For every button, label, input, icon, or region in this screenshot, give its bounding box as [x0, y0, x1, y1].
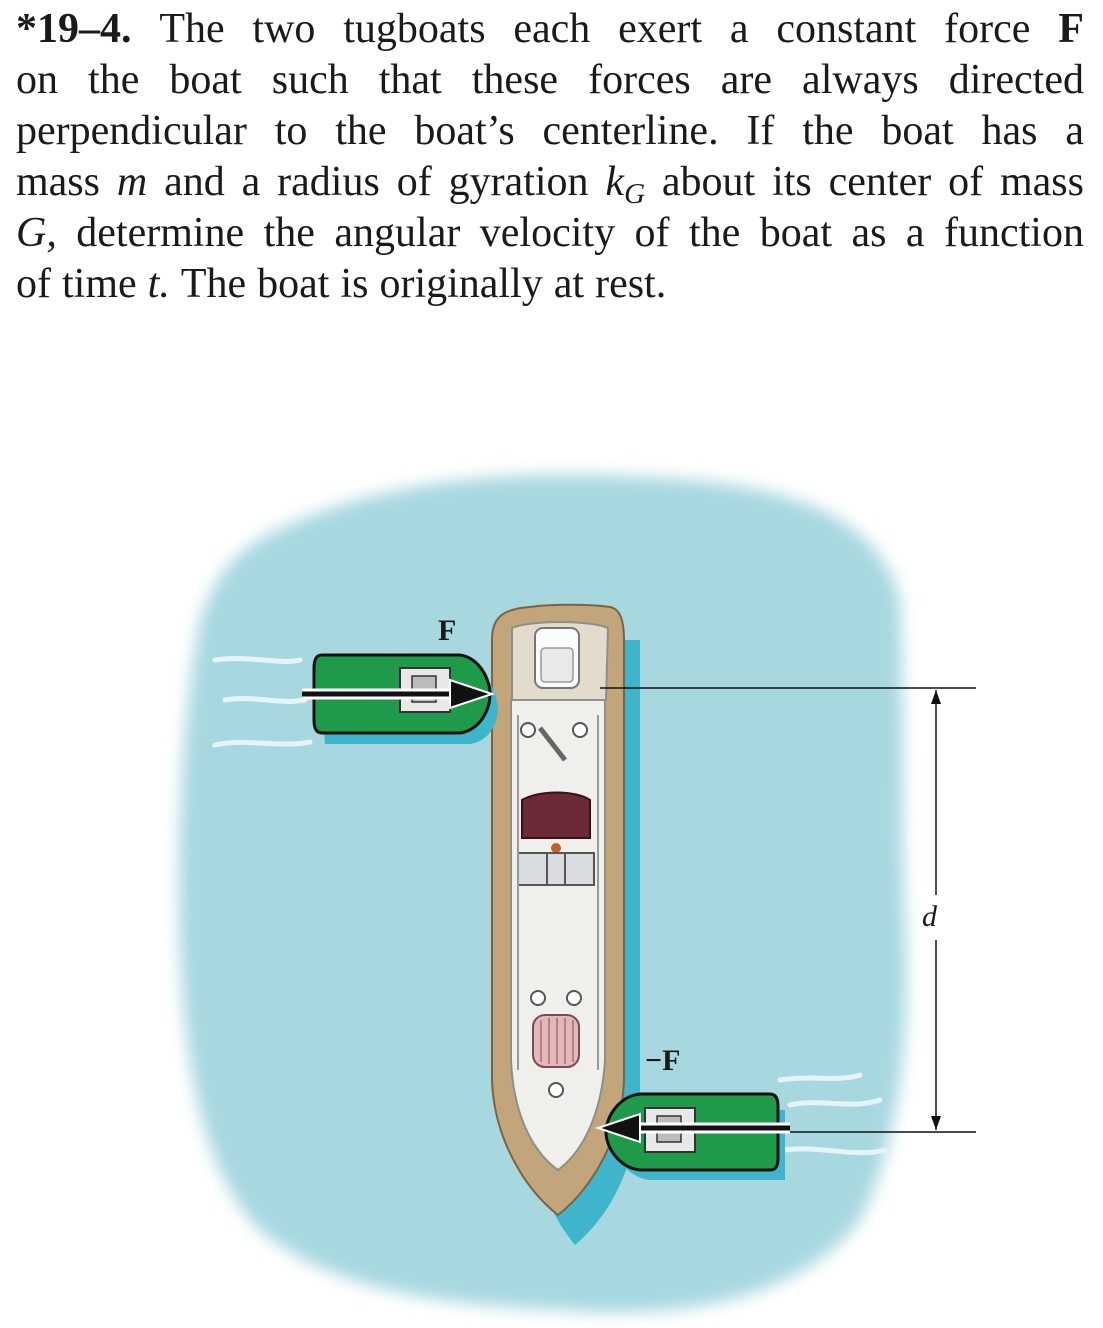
word: a: [1065, 108, 1084, 154]
word: directed: [948, 57, 1084, 103]
hatch-inner: [540, 647, 574, 683]
dimension-arrowhead-bottom: [931, 1116, 941, 1130]
radius-of-gyration-symbol: kG: [605, 157, 646, 210]
problem-line-1: *19–4. The two tugboats each exert a con…: [16, 4, 1084, 55]
force-symbol: F: [1058, 6, 1084, 52]
word: perpendicular: [16, 108, 247, 154]
dimension-arrowhead-top: [931, 690, 941, 704]
word: boat: [169, 57, 242, 103]
word: these: [471, 57, 559, 103]
word: the: [88, 57, 140, 103]
word: tugboats: [343, 6, 486, 52]
word: each: [513, 6, 591, 52]
word: that: [378, 57, 442, 103]
problem-line-3: perpendicular to the boat’s centerline. …: [16, 106, 1084, 157]
sun-pad-stripes: [540, 1018, 574, 1064]
label-distance-d: d: [922, 900, 938, 933]
word: boat: [257, 261, 330, 307]
word: of: [948, 159, 984, 205]
problem-statement: *19–4. The two tugboats each exert a con…: [16, 4, 1084, 310]
word: The: [159, 6, 225, 52]
word: of: [396, 159, 432, 205]
stern-circle: [548, 1082, 564, 1098]
problem-line-6: of time t. The boat is originally at res…: [16, 259, 1084, 310]
word: boat: [881, 108, 954, 154]
word: radius: [277, 159, 380, 205]
cabin: [521, 791, 591, 839]
mass-symbol: m: [116, 159, 148, 205]
word: The: [180, 261, 247, 307]
word: center: [828, 159, 932, 205]
force-arrow-neg-f: [594, 1112, 790, 1144]
word: If: [746, 108, 775, 154]
word: on: [16, 57, 58, 103]
word: always: [802, 57, 919, 103]
k-letter: k: [605, 159, 625, 205]
problem-line-2: on the boat such that these forces are a…: [16, 55, 1084, 106]
word: has: [981, 108, 1038, 154]
word: of: [634, 210, 670, 256]
word: rest.: [595, 261, 667, 307]
word: at: [553, 261, 585, 307]
word: originally: [379, 261, 543, 307]
label-force-neg-f: −F: [645, 1044, 680, 1077]
wake-lines: [212, 656, 888, 1156]
word: a: [729, 6, 749, 52]
word: centerline.: [542, 108, 719, 154]
word: as: [851, 210, 887, 256]
center-of-mass-symbol: G,: [16, 210, 57, 256]
word: function: [943, 210, 1084, 256]
problem-line-4: mass m and a radius of gyration kG about…: [16, 157, 1084, 210]
label-force-f: F: [438, 614, 456, 647]
time-symbol: t.: [147, 261, 170, 307]
word: the: [335, 108, 387, 154]
word: boat: [759, 210, 833, 256]
word: time: [62, 261, 137, 307]
word: mass: [999, 159, 1084, 205]
seat: [517, 852, 595, 886]
wheel-lever: [538, 726, 567, 762]
word: the: [263, 210, 315, 256]
word: mass: [16, 159, 100, 205]
cleat-circle: [530, 990, 546, 1006]
word: gyration: [448, 159, 589, 205]
word: its: [772, 159, 812, 205]
main-boat-deck: [510, 691, 606, 1172]
word: two: [252, 6, 316, 52]
word: to: [274, 108, 308, 154]
word: boat’s: [414, 108, 515, 154]
force-arrow-f: [302, 678, 496, 710]
word: about: [661, 159, 756, 205]
word: force: [944, 6, 1031, 52]
word: are: [720, 57, 773, 103]
word: angular: [334, 210, 461, 256]
word: a: [905, 210, 925, 256]
cleat-circle: [566, 990, 582, 1006]
word: constant: [776, 6, 917, 52]
fitting-circle: [572, 722, 588, 738]
helm-marker: [551, 843, 561, 853]
fitting-circle: [520, 722, 536, 738]
word: a: [241, 159, 261, 205]
word: the: [688, 210, 741, 256]
k-subscript: G: [624, 178, 646, 210]
word: determine: [76, 210, 245, 256]
word: exert: [618, 6, 703, 52]
word: forces: [588, 57, 691, 103]
word: of: [16, 261, 51, 307]
problem-number: *19–4.: [16, 6, 132, 52]
word: such: [271, 57, 349, 103]
word: is: [340, 261, 369, 307]
word: the: [802, 108, 854, 154]
word: and: [164, 159, 225, 205]
problem-line-5: G, determine the angular velocity of the…: [16, 208, 1084, 259]
word: velocity: [479, 210, 616, 256]
